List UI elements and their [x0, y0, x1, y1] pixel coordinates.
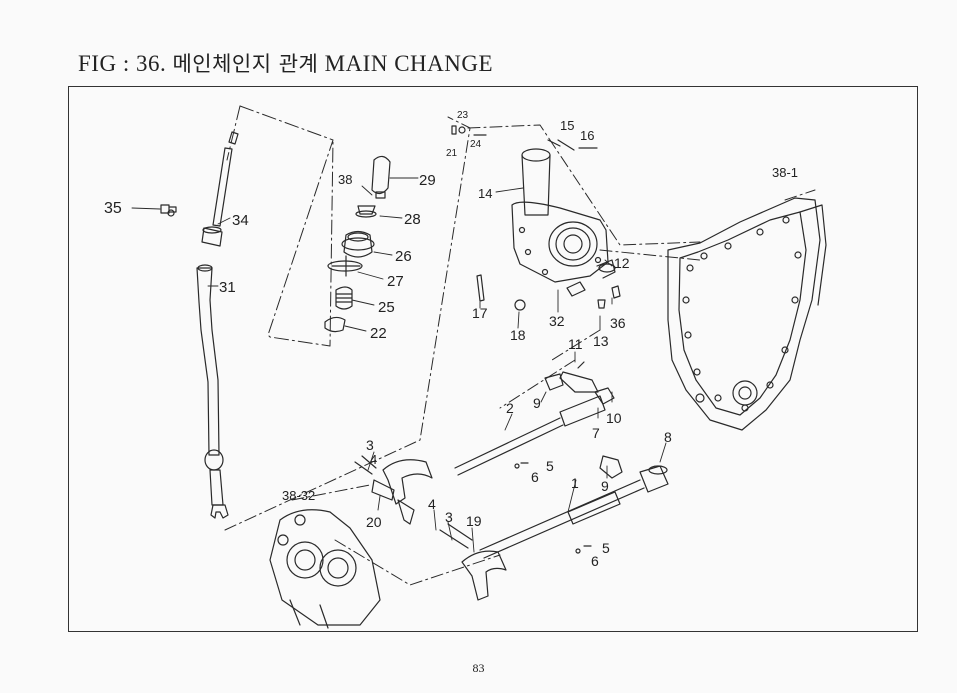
callout-34: 34 — [232, 212, 249, 229]
callout-15: 15 — [560, 118, 574, 133]
callout-14: 14 — [478, 186, 492, 201]
transmission-case — [667, 197, 827, 431]
callout-10: 10 — [606, 410, 622, 426]
callout-36: 36 — [610, 315, 626, 331]
figure-prefix: FIG — [78, 51, 117, 76]
callout-4-lower: 4 — [428, 496, 436, 512]
leader-lines — [224, 116, 816, 586]
callout-labels: 23 21 24 15 16 14 38-1 38 29 28 26 27 25… — [104, 110, 798, 569]
figure-separator: : — [122, 51, 130, 76]
callout-5-lower: 5 — [602, 540, 610, 556]
callout-25: 25 — [378, 299, 395, 316]
callout-leaders — [131, 177, 667, 553]
callout-6-upper: 6 — [531, 469, 539, 485]
callout-12: 12 — [614, 255, 630, 271]
bolt-35 — [160, 204, 177, 217]
callout-16: 16 — [580, 128, 594, 143]
callout-3-upper: 3 — [366, 437, 374, 453]
callout-22: 22 — [370, 325, 387, 342]
small-pins — [514, 361, 592, 554]
callout-35: 35 — [104, 200, 122, 217]
callout-23: 23 — [457, 110, 469, 121]
callout-11: 11 — [568, 336, 583, 352]
callout-28: 28 — [404, 211, 421, 228]
callout-3-lower: 3 — [445, 509, 453, 525]
callout-19: 19 — [466, 513, 482, 529]
diagram-frame — [68, 86, 918, 632]
callout-38-1: 38-1 — [772, 165, 798, 180]
callout-20: 20 — [366, 514, 382, 530]
callout-38: 38 — [338, 172, 352, 187]
callout-27: 27 — [387, 273, 404, 290]
callout-17: 17 — [472, 305, 488, 321]
fork-shaft-1-assembly — [439, 455, 669, 601]
callout-9-upper: 9 — [533, 395, 541, 411]
callout-2: 2 — [506, 400, 514, 416]
callout-26: 26 — [395, 248, 412, 265]
gear-case-38-32 — [269, 509, 381, 629]
knob-assembly — [324, 155, 391, 333]
callout-6-lower: 6 — [591, 553, 599, 569]
callout-32: 32 — [549, 313, 565, 329]
page-number: 83 — [472, 661, 485, 675]
callout-29: 29 — [419, 172, 436, 189]
callout-21: 21 — [446, 148, 458, 159]
callout-5-upper: 5 — [546, 458, 554, 474]
figure-title: FIG : 36. 메인체인지 관계 MAIN CHANGE — [78, 48, 493, 78]
callout-13: 13 — [593, 333, 609, 349]
fork-shaft-2-assembly — [354, 371, 615, 525]
callout-9-lower: 9 — [601, 478, 609, 494]
callout-38-32: 38-32 — [282, 488, 315, 503]
shift-lever-rod — [196, 131, 239, 519]
figure-title-korean: 메인체인지 관계 — [172, 52, 319, 76]
callout-8: 8 — [664, 429, 672, 445]
callout-31: 31 — [219, 279, 236, 296]
figure-title-english: MAIN CHANGE — [324, 51, 494, 76]
figure-number: 36. — [135, 51, 167, 76]
callout-24: 24 — [470, 139, 482, 150]
callout-7: 7 — [592, 425, 600, 441]
shift-housing — [451, 125, 621, 311]
callout-1: 1 — [571, 475, 579, 491]
callout-4-upper: 4 — [370, 452, 377, 467]
callout-18: 18 — [510, 327, 526, 343]
